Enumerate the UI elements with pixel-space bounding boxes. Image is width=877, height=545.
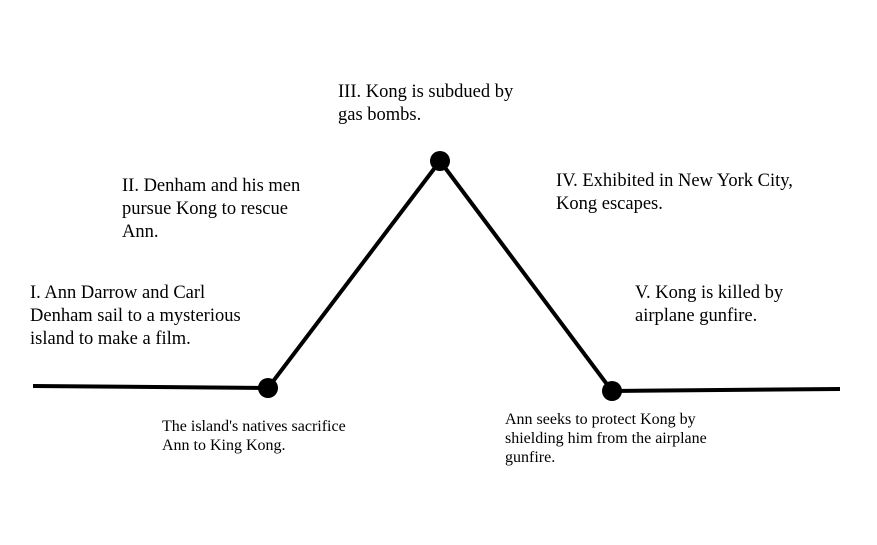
note-line: Ann to King Kong.	[162, 437, 286, 454]
event-line: airplane gunfire.	[635, 306, 758, 326]
event-climax: III. Kong is subdued by gas bombs.	[338, 81, 513, 127]
note-line: The island's natives sacrifice	[162, 418, 346, 435]
event-line: I. Ann Darrow and Carl	[30, 283, 206, 303]
event-line: III. Kong is subdued by	[338, 82, 514, 102]
falling-action-point	[602, 381, 622, 401]
rising-action-point	[258, 378, 278, 398]
event-line: Kong escapes.	[556, 194, 663, 214]
event-line: IV. Exhibited in New York City,	[556, 171, 793, 191]
event-line: V. Kong is killed by	[635, 283, 784, 303]
climax-point	[430, 151, 450, 171]
event-rising-action: II. Denham and his men pursue Kong to re…	[122, 175, 300, 244]
event-line: pursue Kong to rescue	[122, 199, 288, 219]
event-line: Ann.	[122, 222, 159, 242]
event-line: island to make a film.	[30, 329, 191, 349]
note-line: shielding him from the airplane	[505, 430, 707, 447]
note-line: Ann seeks to protect Kong by	[505, 411, 696, 428]
note-natives-sacrifice: The island's natives sacrifice Ann to Ki…	[162, 417, 346, 455]
note-line: gunfire.	[505, 449, 556, 466]
note-ann-protects-kong: Ann seeks to protect Kong by shielding h…	[505, 410, 707, 467]
event-exposition: I. Ann Darrow and Carl Denham sail to a …	[30, 282, 241, 351]
event-line: Denham sail to a mysterious	[30, 306, 241, 326]
event-line: II. Denham and his men	[122, 176, 301, 196]
event-line: gas bombs.	[338, 105, 422, 125]
event-resolution: V. Kong is killed by airplane gunfire.	[635, 282, 783, 328]
event-falling-action: IV. Exhibited in New York City, Kong esc…	[556, 170, 793, 216]
